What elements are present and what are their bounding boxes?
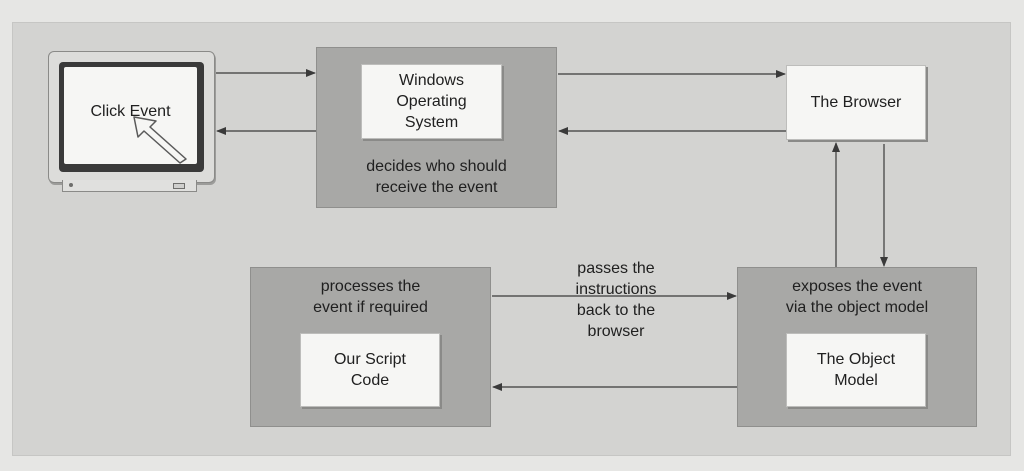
- monitor-screen: Click Event: [64, 67, 197, 164]
- monitor-base: [62, 180, 197, 192]
- windows-os-box: Windows Operating System: [361, 64, 502, 139]
- cursor-arrow-icon: [133, 116, 187, 164]
- script-caption: processes the event if required: [313, 278, 428, 316]
- script-code-box: Our Script Code: [300, 333, 440, 407]
- windows-os-caption: decides who should receive the event: [366, 158, 507, 196]
- passes-instructions-label: passes the instructions back to the brow…: [575, 260, 657, 340]
- power-light-icon: [69, 183, 73, 187]
- drive-slot-icon: [173, 183, 185, 189]
- monitor-bezel: Click Event: [59, 62, 204, 172]
- browser-box: The Browser: [786, 65, 926, 140]
- click-event-label: Click Event: [90, 103, 171, 120]
- object-model-box: The Object Model: [786, 333, 926, 407]
- monitor-icon: Click Event: [48, 51, 215, 183]
- object-model-caption: exposes the event via the object model: [785, 278, 929, 316]
